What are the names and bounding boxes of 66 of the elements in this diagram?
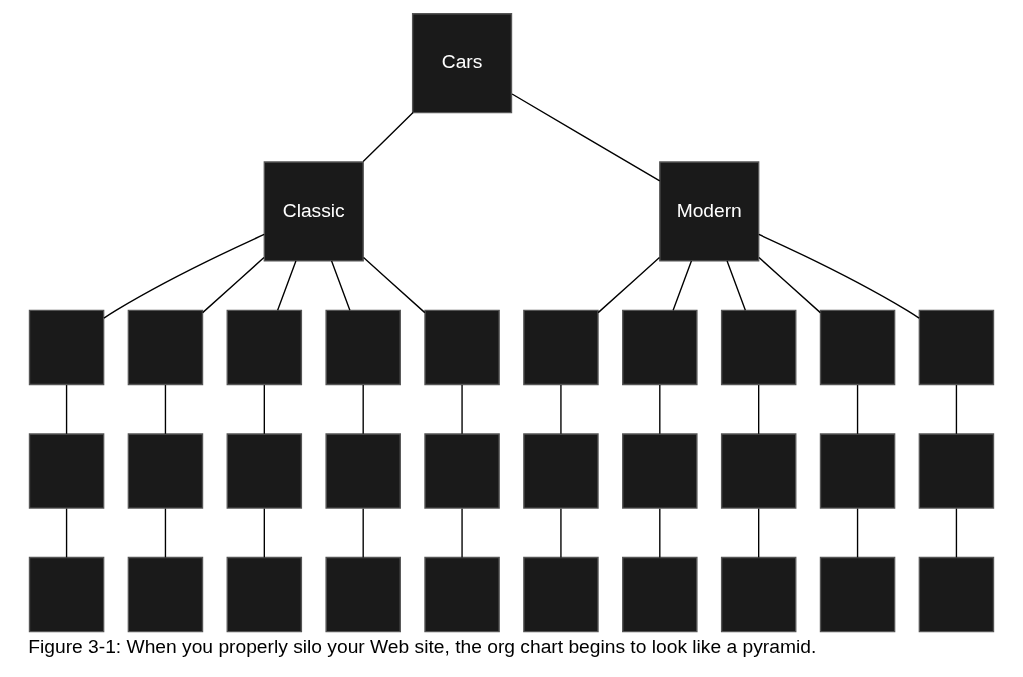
connector <box>362 111 414 163</box>
node-box <box>523 309 599 386</box>
node-box <box>226 433 303 509</box>
node-box <box>325 433 401 509</box>
node-box <box>918 433 995 509</box>
node-box <box>28 433 105 509</box>
node-box <box>819 309 896 386</box>
connector <box>597 256 661 314</box>
node-box <box>622 433 698 509</box>
connector <box>263 507 265 559</box>
connector <box>758 233 920 319</box>
connector <box>362 507 364 559</box>
connector <box>758 507 760 559</box>
node-box <box>127 309 204 386</box>
connector <box>511 93 661 182</box>
node-box <box>523 556 599 633</box>
connector <box>955 507 958 559</box>
connector <box>461 384 463 435</box>
connector <box>65 507 68 559</box>
node-box: Cars <box>411 13 513 114</box>
connector <box>856 384 859 435</box>
node-box <box>424 556 500 633</box>
connector <box>164 384 167 435</box>
connector <box>659 384 661 435</box>
node-box <box>325 556 401 633</box>
connector <box>461 507 463 559</box>
connector <box>362 384 364 435</box>
node-box <box>622 556 698 633</box>
node-box <box>918 556 995 633</box>
node-box <box>127 556 204 633</box>
node-box <box>622 309 698 386</box>
caption: Figure 3-1: When you properly silo your Web site, the org chart begins to look like a pyramid. <box>28 635 817 657</box>
node-box <box>127 433 204 509</box>
node-box <box>424 433 500 509</box>
node-box <box>325 309 401 386</box>
node-box: Classic <box>263 161 364 262</box>
connector <box>103 233 265 319</box>
connector <box>758 256 821 314</box>
node-box <box>424 309 500 386</box>
connector <box>659 507 661 559</box>
node-box <box>28 556 105 633</box>
connector <box>758 384 760 435</box>
node-box <box>720 433 797 509</box>
node-box <box>819 556 896 633</box>
connector <box>726 260 747 311</box>
connector <box>65 384 68 435</box>
node-box <box>918 309 995 386</box>
node-box <box>819 433 896 509</box>
node-box <box>28 309 105 386</box>
connector <box>276 260 297 311</box>
connector <box>263 384 265 435</box>
connector <box>672 260 693 311</box>
connector <box>856 507 859 559</box>
node-box <box>720 556 797 633</box>
connector <box>202 256 265 314</box>
connector <box>560 507 562 559</box>
connector <box>330 260 351 311</box>
node-box <box>523 433 599 509</box>
node-box: Modern <box>659 161 760 262</box>
node-box <box>226 309 303 386</box>
connector <box>362 256 426 314</box>
node-box <box>720 309 797 386</box>
connector <box>955 384 958 435</box>
connector <box>164 507 167 559</box>
connector <box>560 384 562 435</box>
node-box <box>226 556 303 633</box>
